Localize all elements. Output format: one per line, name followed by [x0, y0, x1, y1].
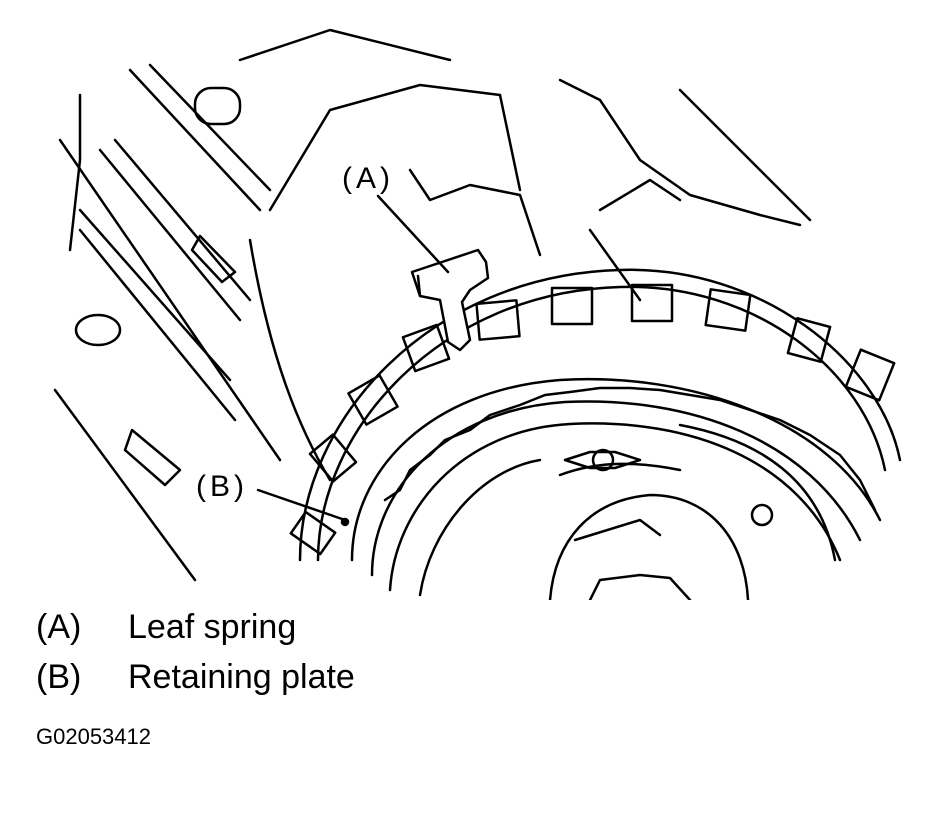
transmission-illustration [53, 28, 902, 600]
retaining-plate [350, 377, 882, 597]
input-shaft [548, 448, 774, 600]
leader-line-b [256, 488, 347, 522]
legend-label: Retaining plate [128, 658, 355, 696]
leaf-spring [410, 248, 490, 352]
legend-row-retaining-plate: (B) Retaining plate [36, 658, 355, 697]
legend-key: (A) [36, 608, 82, 646]
leader-line-a [376, 194, 450, 274]
leader-dot-b [340, 517, 350, 527]
callout-label-a: (A) [342, 162, 394, 195]
callout-label-b: (B) [196, 470, 248, 503]
transmission-housing [53, 28, 812, 582]
legend-key: (B) [36, 658, 82, 696]
clutch-drum [289, 268, 902, 562]
figure-id: G02053412 [36, 724, 151, 749]
legend-row-leaf-spring: (A) Leaf spring [36, 608, 296, 647]
legend-label: Leaf spring [128, 608, 297, 646]
